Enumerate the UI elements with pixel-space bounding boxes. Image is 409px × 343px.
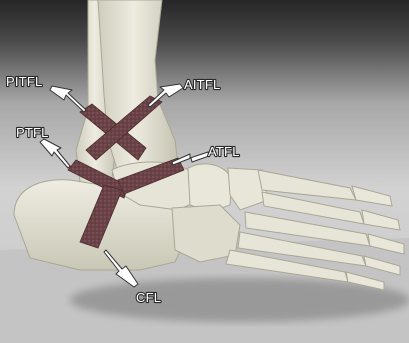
atfl-label: ATFL (208, 144, 240, 159)
aitfl-label: AITFL (184, 77, 220, 92)
navicular-bone (188, 164, 232, 212)
ptfl-label: PTFL (16, 125, 49, 140)
pitfl-label: PITFL (6, 74, 42, 89)
cfl-label: CFL (136, 290, 161, 305)
